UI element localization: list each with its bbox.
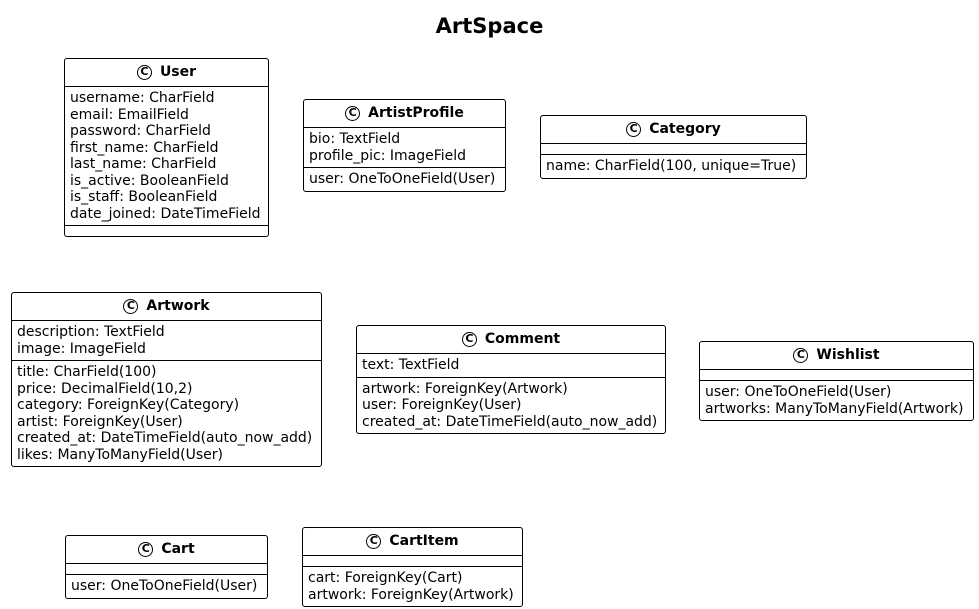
- class-box-cart: C Cart user: OneToOneField(User): [65, 535, 268, 599]
- class-field: image: ImageField: [17, 340, 146, 357]
- class-name: Comment: [484, 331, 561, 348]
- class-stereotype-icon: C: [461, 332, 477, 347]
- class-name: Artwork: [146, 298, 210, 315]
- class-field: profile_pic: ImageField: [309, 147, 467, 164]
- class-field: date_joined: DateTimeField: [70, 205, 261, 222]
- class-relations-section: [65, 225, 268, 236]
- class-stereotype-icon: C: [345, 106, 361, 121]
- class-field: is_staff: BooleanField: [70, 189, 218, 205]
- class-field: first_name: CharField: [70, 139, 219, 156]
- class-box-wishlist: C Wishlist user: OneToOneField(User)artwor…: [699, 341, 974, 421]
- class-attributes-section: [303, 556, 522, 566]
- class-field: user: OneToOneField(User): [309, 171, 496, 187]
- class-field: description: TextField: [17, 324, 165, 340]
- class-field: artworks: ManyToManyField(Artwork): [705, 400, 964, 417]
- class-field: last_name: CharField: [70, 156, 217, 172]
- class-name: Cart: [161, 541, 195, 558]
- class-name: Wishlist: [816, 347, 880, 364]
- class-field: artwork: ForeignKey(Artwork): [362, 380, 568, 397]
- class-relations-section: title: CharField(100)price: DecimalField…: [12, 360, 321, 466]
- class-name: CartItem: [389, 533, 459, 550]
- class-stereotype-icon: C: [136, 65, 152, 80]
- class-attributes-section: [541, 144, 806, 154]
- class-field: password: CharField: [70, 123, 211, 139]
- class-stereotype-icon: C: [366, 534, 382, 549]
- class-attributes-section: [66, 564, 267, 574]
- class-field: category: ForeignKey(Category): [17, 397, 240, 413]
- class-field: user: OneToOneField(User): [705, 384, 892, 400]
- class-stereotype-icon: C: [123, 299, 139, 314]
- class-relations-section: user: OneToOneField(User): [304, 167, 505, 191]
- class-field: likes: ManyToManyField(User): [17, 446, 223, 463]
- class-attributes-section: text: TextField: [357, 354, 665, 377]
- class-relations-section: artwork: ForeignKey(Artwork)user: Foreig…: [357, 376, 665, 434]
- class-header: C Comment: [357, 326, 665, 354]
- class-field: email: EmailField: [70, 106, 189, 123]
- class-field: bio: TextField: [309, 131, 401, 147]
- class-relations-section: name: CharField(100, unique=True): [541, 154, 806, 178]
- class-header: C Cart: [66, 536, 267, 564]
- class-field: title: CharField(100): [17, 364, 157, 380]
- class-header: C Category: [541, 116, 806, 144]
- class-stereotype-icon: C: [626, 122, 642, 137]
- class-field: user: ForeignKey(User): [362, 397, 522, 413]
- class-box-category: C Category name: CharField(100, unique=Tru…: [540, 115, 807, 179]
- class-field: cart: ForeignKey(Cart): [308, 570, 463, 586]
- class-name: Category: [649, 121, 721, 138]
- class-header: C User: [65, 59, 268, 87]
- class-box-cartitem: C CartItem cart: ForeignKey(Cart)artwork: …: [302, 527, 523, 607]
- class-stereotype-icon: C: [138, 542, 154, 557]
- class-header: C ArtistProfile: [304, 100, 505, 128]
- class-attributes-section: [700, 370, 973, 380]
- class-name: User: [159, 64, 197, 81]
- class-relations-section: user: OneToOneField(User): [66, 574, 267, 598]
- class-header: C Artwork: [12, 293, 321, 321]
- diagram-title: ArtSpace: [435, 14, 544, 38]
- class-name: ArtistProfile: [368, 105, 464, 122]
- class-relations-section: cart: ForeignKey(Cart)artwork: ForeignKe…: [303, 566, 522, 606]
- class-field: artist: ForeignKey(User): [17, 413, 183, 430]
- class-field: name: CharField(100, unique=True): [546, 158, 797, 174]
- class-field: username: CharField: [70, 90, 215, 106]
- class-header: C CartItem: [303, 528, 522, 556]
- class-field: created_at: DateTimeField(auto_now_add): [17, 430, 313, 446]
- class-header: C Wishlist: [700, 342, 973, 370]
- class-stereotype-icon: C: [793, 348, 809, 363]
- class-field: text: TextField: [362, 357, 460, 373]
- class-relations-section: user: OneToOneField(User)artworks: ManyT…: [700, 380, 973, 420]
- class-field: is_active: BooleanField: [70, 172, 229, 189]
- class-box-comment: C Comment text: TextField artwork: ForeignK…: [356, 325, 666, 434]
- class-field: artwork: ForeignKey(Artwork): [308, 586, 514, 603]
- class-field: user: OneToOneField(User): [71, 578, 258, 594]
- class-field: price: DecimalField(10,2): [17, 380, 193, 397]
- class-field: created_at: DateTimeField(auto_now_add): [362, 413, 658, 430]
